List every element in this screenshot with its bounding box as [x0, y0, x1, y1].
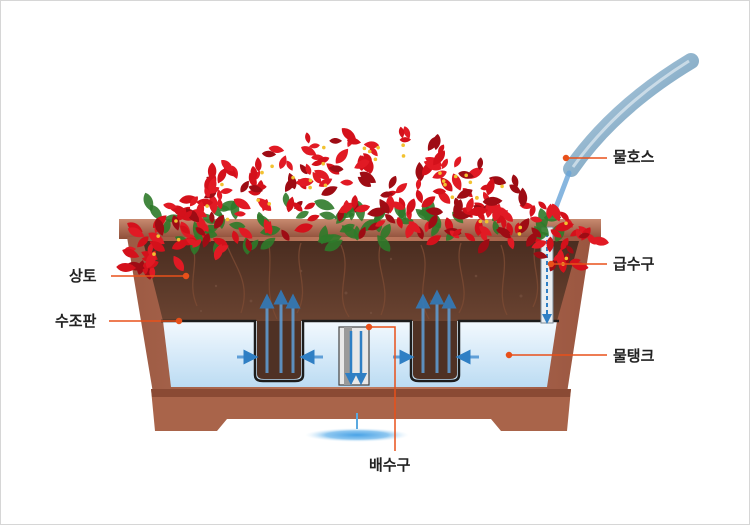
wicking-arrows — [259, 289, 457, 373]
drain-puddle — [305, 428, 409, 442]
label-water-plate: 수조판 — [55, 312, 97, 330]
leader-lines — [109, 154, 607, 451]
label-drain: 배수구 — [369, 456, 411, 474]
poinsettia-plant — [116, 126, 609, 280]
water-plate — [161, 319, 559, 383]
planter-base — [151, 389, 571, 431]
roots — [190, 242, 539, 320]
label-water-hose: 물호스 — [613, 148, 655, 166]
soil-layer — [143, 241, 579, 321]
drain-tube — [338, 326, 370, 386]
label-soil: 상토 — [69, 267, 97, 285]
label-water-inlet: 급수구 — [613, 255, 655, 273]
label-water-tank: 물탱크 — [613, 347, 655, 365]
